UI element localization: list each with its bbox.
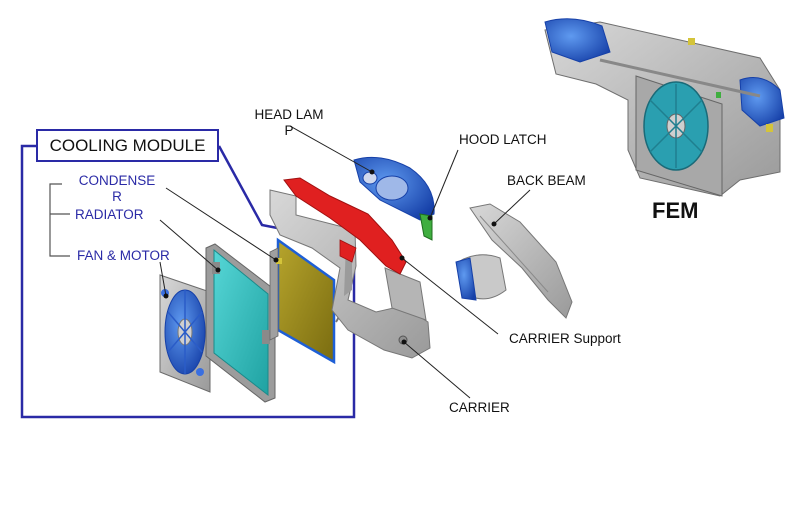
crash-absorber-part — [455, 254, 507, 301]
leader-carrier — [403, 341, 471, 399]
cooling-module-title: COOLING MODULE — [36, 129, 219, 162]
head-lamp-label: HEAD LAM P — [246, 107, 332, 139]
leader-lines — [159, 125, 531, 399]
component-list-bracket — [49, 183, 70, 257]
head-lamp-label-line2: P — [284, 123, 294, 138]
radiator-part — [205, 243, 276, 403]
head-lamp-part — [353, 156, 435, 221]
condenser-label: CONDENSE R — [72, 173, 162, 205]
carrier-support-label: CARRIER Support — [509, 331, 621, 346]
fan-motor-label: FAN & MOTOR — [77, 248, 170, 263]
leader-radiator — [159, 219, 219, 271]
condenser-label-line1: CONDENSE — [78, 173, 156, 188]
leader-fan-motor — [159, 261, 167, 297]
carrier-part — [269, 189, 431, 359]
leader-hood-latch — [429, 149, 459, 219]
leader-head-lamp — [289, 125, 373, 173]
carrier-label: CARRIER — [449, 400, 510, 415]
condenser-part — [269, 237, 341, 365]
fem-assembly-picture — [544, 18, 785, 197]
back-beam-label: BACK BEAM — [507, 173, 586, 188]
leader-dots — [163, 169, 497, 345]
hood-latch-part — [419, 213, 433, 241]
carrier-support-part — [283, 177, 407, 275]
cooling-module-frame — [20, 144, 356, 419]
leader-condenser — [165, 187, 277, 261]
fan-motor-part — [159, 274, 211, 393]
fem-label: FEM — [652, 198, 699, 223]
radiator-label: RADIATOR — [75, 207, 144, 222]
leader-back-beam — [493, 189, 531, 225]
head-lamp-label-line1: HEAD LAM — [254, 107, 324, 122]
condenser-label-line2: R — [112, 189, 122, 204]
leader-carrier-support — [401, 257, 499, 335]
hood-latch-label: HOOD LATCH — [459, 132, 547, 147]
